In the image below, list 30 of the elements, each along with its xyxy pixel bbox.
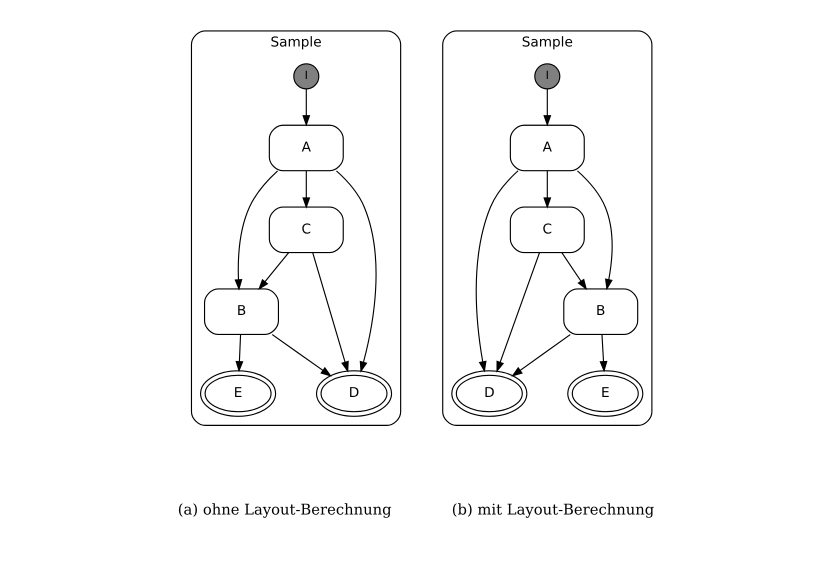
node-box: C: [510, 206, 585, 254]
node-box: A: [510, 124, 585, 172]
arrow: [511, 334, 571, 377]
arrow: [272, 334, 332, 377]
arrow: [234, 170, 278, 291]
node-box: B: [563, 288, 638, 335]
node-ellipse: E: [567, 370, 644, 417]
arrow: [302, 170, 310, 209]
node-ellipse: E: [200, 370, 276, 417]
node-box: A: [268, 124, 344, 172]
label: (b) mit Layout-Berechnung: [452, 502, 654, 519]
node-ellipse: D: [451, 370, 528, 417]
arrow: [543, 88, 552, 126]
arrow: [312, 252, 349, 373]
label: (a) ohne Layout-Berechnung: [178, 502, 392, 519]
node-circle: I: [293, 63, 320, 90]
arrow: [476, 170, 518, 373]
arrow: [496, 252, 540, 373]
node-ellipse: D: [316, 370, 392, 417]
node-box: B: [204, 288, 279, 335]
arrow: [577, 170, 613, 290]
node-box: C: [268, 206, 344, 254]
arrow: [302, 88, 310, 126]
arrow: [600, 334, 608, 372]
arrow: [543, 170, 552, 209]
arrow: [235, 334, 244, 372]
arrow: [561, 252, 588, 290]
arrow: [336, 170, 377, 373]
arrow: [258, 252, 290, 290]
node-circle: I: [534, 63, 560, 90]
